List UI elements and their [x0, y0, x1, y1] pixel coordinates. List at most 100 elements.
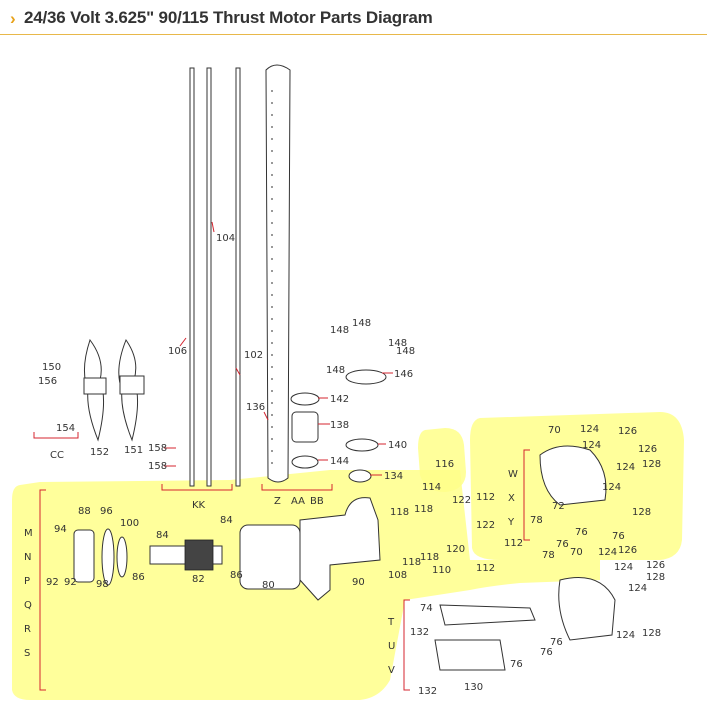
parts-diagram: CC KK Z AA BB M N P Q R S W X Y T U V 10…	[12, 64, 684, 700]
part-number-label: 82	[192, 574, 205, 585]
part-number-label: 76	[510, 659, 523, 670]
group-cc-label: CC	[50, 450, 64, 461]
bracket-kk	[161, 484, 233, 491]
part-number-label: 120	[446, 544, 465, 555]
part-number-label: 70	[570, 547, 583, 558]
row-letter: M	[24, 528, 33, 539]
part-number-label: 126	[646, 560, 665, 571]
group-kk-label: KK	[192, 500, 206, 511]
part-number-label: 124	[628, 583, 647, 594]
bracket-z-aa-bb	[261, 484, 333, 491]
part-number-label: 76	[612, 531, 625, 542]
part-number-label: 78	[542, 550, 555, 561]
part-number-label: 150	[42, 362, 61, 373]
bracket-left	[39, 489, 46, 691]
group-bb-label: BB	[310, 496, 324, 507]
part-number-label: 124	[582, 440, 601, 451]
part-number-label: 126	[638, 444, 657, 455]
bracket-wxy	[523, 449, 530, 541]
bracket-tuv	[403, 599, 410, 691]
part-number-label: 92	[46, 577, 59, 588]
shaft-104	[206, 67, 212, 487]
part-number-label: 78	[530, 515, 543, 526]
bracket-cc	[33, 432, 79, 439]
part-number-label: 114	[422, 482, 441, 493]
part-number-label: 124	[614, 562, 633, 573]
part-number-label: 104	[216, 233, 235, 244]
part-number-label: 142	[330, 394, 349, 405]
part-number-label: 108	[388, 570, 407, 581]
part-134	[348, 469, 372, 483]
part-number-label: 124	[598, 547, 617, 558]
highlight-small-part	[418, 428, 466, 492]
row-letter: U	[388, 641, 395, 652]
part-number-label: 124	[616, 630, 635, 641]
chevron-right-icon: ›	[10, 9, 16, 28]
part-number-label: 112	[476, 563, 495, 574]
base-130	[434, 639, 506, 671]
part-number-label: 76	[540, 647, 553, 658]
base-74	[439, 604, 536, 626]
part-number-label: 118	[402, 557, 421, 568]
part-number-label: 140	[388, 440, 407, 451]
row-letter: T	[387, 617, 395, 628]
part-number-label: 158	[148, 461, 167, 472]
part-number-label: 72	[552, 501, 565, 512]
row-letters: M N P Q R S W X Y T U V	[24, 469, 518, 676]
part-number-label: 148	[396, 346, 415, 357]
part-number-label: 156	[38, 376, 57, 387]
part-138	[291, 411, 319, 443]
part-number-label: 138	[330, 420, 349, 431]
part-number-label: 118	[390, 507, 409, 518]
part-140	[345, 438, 379, 452]
part-number-label: 132	[418, 686, 437, 697]
part-number-label: 96	[100, 506, 113, 517]
part-number-label: 70	[548, 425, 561, 436]
part-number-label: 134	[384, 471, 403, 482]
row-letter: S	[24, 648, 30, 659]
part-number-label: 154	[56, 423, 75, 434]
part-number-label: 80	[262, 580, 275, 591]
part-number-label: 76	[550, 637, 563, 648]
part-number-label: 112	[504, 538, 523, 549]
part-146	[345, 369, 387, 385]
part-number-label: 86	[132, 572, 145, 583]
row-letter: P	[24, 576, 30, 587]
page-header: › 24/36 Volt 3.625" 90/115 Thrust Motor …	[0, 0, 707, 35]
shaft-106	[189, 67, 195, 487]
shaft-102	[235, 67, 241, 487]
part-number-label: 84	[220, 515, 233, 526]
row-letter: Q	[24, 600, 32, 611]
part-number-label: 128	[646, 572, 665, 583]
part-number-label: 126	[618, 545, 637, 556]
part-number-label: 76	[556, 539, 569, 550]
gear-housing-70b	[558, 577, 616, 641]
part-number-label: 102	[244, 350, 263, 361]
part-number-label: 128	[632, 507, 651, 518]
row-letter: R	[24, 624, 31, 635]
part-number-label: 148	[326, 365, 345, 376]
row-letter: V	[388, 665, 395, 676]
part-number-label: 122	[452, 495, 471, 506]
part-number-label: 98	[96, 579, 109, 590]
part-100	[116, 536, 128, 578]
oring-96	[101, 528, 115, 586]
part-number-label: 130	[464, 682, 483, 693]
part-number-label: 124	[580, 424, 599, 435]
gear-housing-70	[539, 445, 607, 506]
part-142	[290, 392, 320, 406]
part-number-label: 118	[414, 504, 433, 515]
part-number-label: 100	[120, 518, 139, 529]
part-number-label: 92	[64, 577, 77, 588]
part-number-label: 148	[330, 325, 349, 336]
housing-90	[299, 497, 381, 601]
part-144	[291, 455, 319, 469]
part-number-label: 74	[420, 603, 433, 614]
part-number-label: 152	[90, 447, 109, 458]
group-z-label: Z	[274, 496, 281, 507]
part-number-label: 124	[602, 482, 621, 493]
part-number-label: 122	[476, 520, 495, 531]
part-number-label: 128	[642, 628, 661, 639]
part-number-label: 136	[246, 402, 265, 413]
